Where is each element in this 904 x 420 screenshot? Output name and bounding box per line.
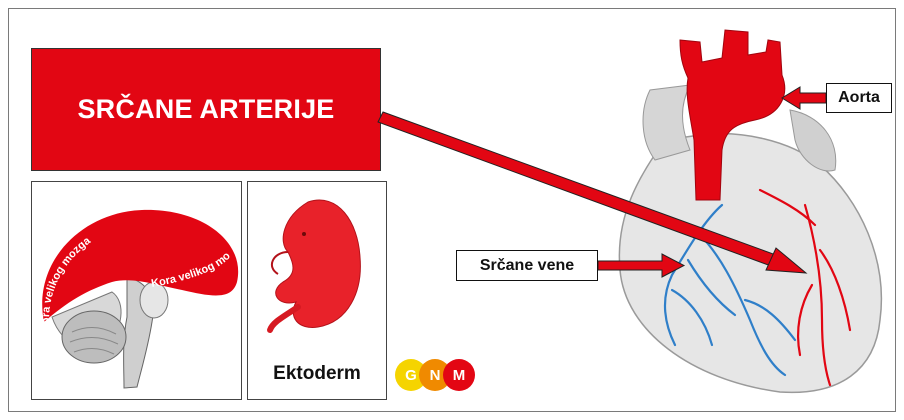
- aorta-label: Aorta: [826, 83, 892, 113]
- logo-letter-m: M: [443, 359, 475, 391]
- gnm-logo: G N M: [395, 359, 495, 399]
- veins-label: Srčane vene: [456, 250, 598, 281]
- arrow-aorta: [782, 87, 826, 109]
